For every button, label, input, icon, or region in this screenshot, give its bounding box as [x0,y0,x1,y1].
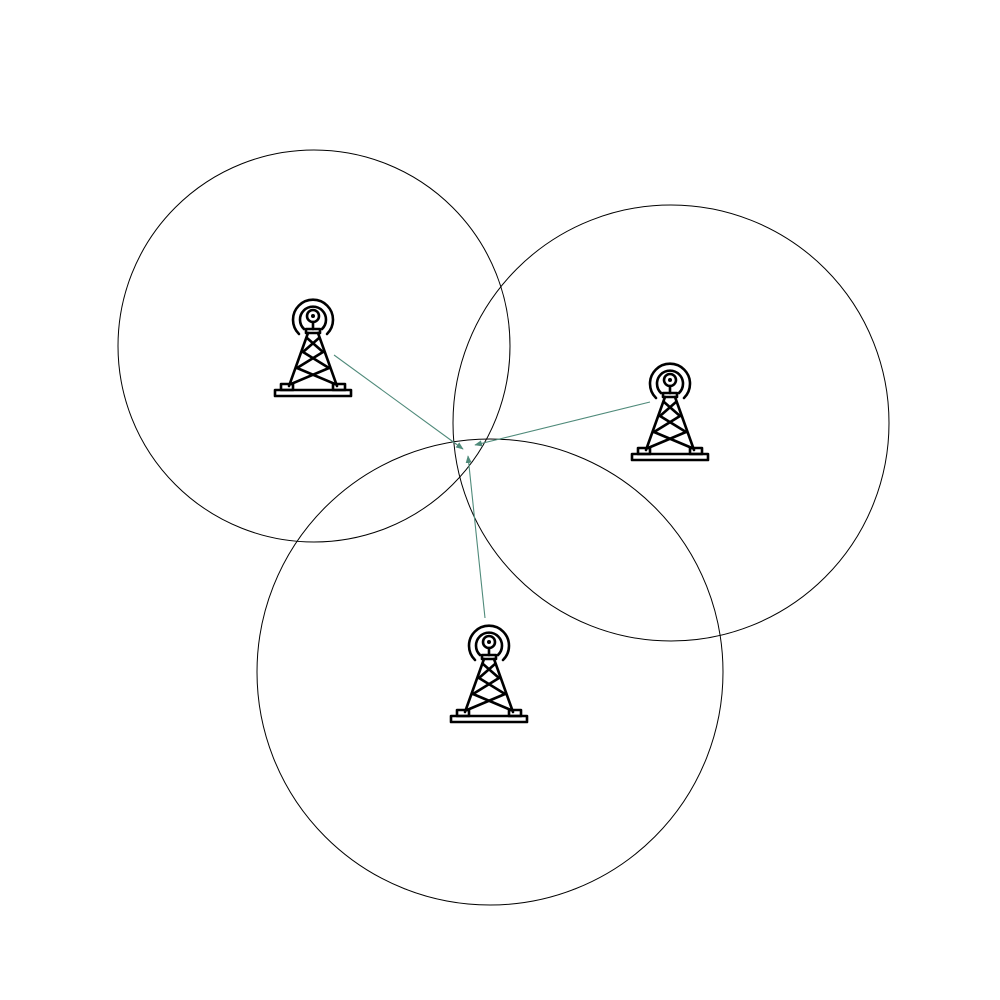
coverage-circle-1 [117,149,511,543]
signal-arrow-1 [333,354,464,450]
signal-arrow-2 [474,401,651,447]
signal-arrow-3 [465,455,486,619]
coverage-circle-2 [452,204,890,642]
coverage-circle-3 [256,438,724,906]
